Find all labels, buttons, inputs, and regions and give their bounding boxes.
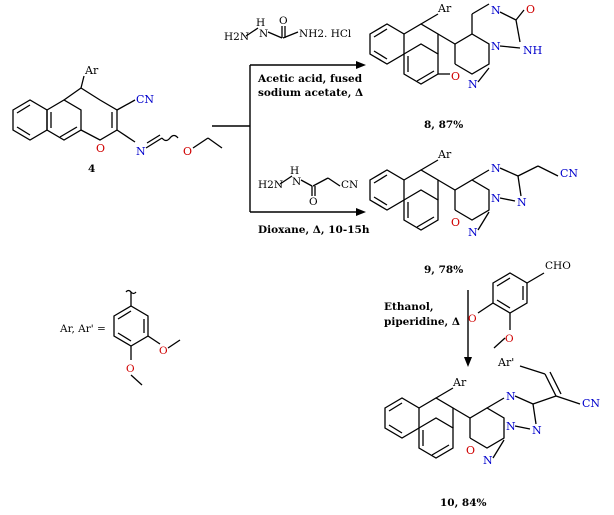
aldehyde-methoxy-oxygen-1: O [468, 313, 477, 325]
ar-label: Ar [84, 64, 99, 77]
ethoxy-oxygen: O [183, 145, 192, 158]
step1-condition-line1: Acetic acid, fused [257, 73, 363, 85]
p9-bridge-n: N [491, 192, 501, 205]
reagent1-h2n: H2N [224, 31, 249, 43]
pyran-oxygen: O [96, 142, 105, 155]
reagent1-nh2-hcl: NH2. HCl [299, 28, 352, 40]
reagent-semicarbazide: H2N H N O NH2. HCl [224, 15, 352, 43]
product-10-label: 10, 84% [440, 497, 487, 509]
compound-9: Ar O N N N CN N 9, 78% [369, 148, 578, 276]
p10-cyano-label: CN [582, 397, 600, 410]
product-8-label: 8, 87% [424, 119, 463, 131]
step3-condition-line2: piperidine, Δ [384, 316, 460, 328]
step1-condition-line2: sodium acetate, Δ [258, 87, 363, 99]
p10-triazole-n2: N [532, 424, 542, 437]
p9-triazole-n1: N [491, 162, 501, 175]
p8-carbonyl-oxygen: O [526, 3, 535, 16]
p10-pyran-oxygen: O [466, 444, 475, 457]
reagent-aldehyde: CHO O O [468, 260, 571, 349]
compound-4: Ar CN O N O 4 [12, 64, 223, 175]
p10-ar-label: Ar [452, 376, 467, 389]
reagent2-h2n: H2N [258, 179, 283, 191]
reagent1-h: H [256, 17, 265, 29]
p10-triazole-n1: N [506, 390, 516, 403]
compound-10: Ar O N N N CN Ar' N 10, 84% [384, 356, 600, 509]
ar-methoxy-oxygen-2: O [126, 363, 135, 375]
p9-triazole-n2: N [517, 196, 527, 209]
aldehyde-cho: CHO [545, 260, 571, 272]
p10-pyrimidine-n: N [483, 454, 493, 467]
imine-nitrogen: N [136, 145, 146, 158]
compound-8: Ar O N O NH N N 8, 87% [369, 2, 542, 131]
p10-ar-prime-label: Ar' [497, 356, 514, 369]
cyano-label: CN [136, 93, 154, 106]
aldehyde-methoxy-oxygen-2: O [505, 333, 514, 345]
p9-cyano-label: CN [560, 167, 578, 180]
p9-pyran-oxygen: O [451, 216, 460, 229]
p10-bridge-n: N [506, 420, 516, 433]
ar-definition: Ar, Ar' = O O [59, 289, 181, 386]
reagent-cyanoacetohydrazide: H2N H N O CN [258, 165, 358, 208]
step2-condition: Dioxane, Δ, 10-15h [258, 224, 370, 236]
reagent1-oxygen: O [279, 15, 288, 27]
reagent2-oxygen: O [309, 196, 318, 208]
p9-pyrimidine-n: N [468, 226, 478, 239]
p8-triazole-n1: N [491, 4, 501, 17]
reagent2-n: N [292, 176, 301, 188]
compound-4-label: 4 [88, 163, 95, 175]
ar-methoxy-oxygen-1: O [159, 345, 168, 357]
ar-definition-label: Ar, Ar' = [59, 323, 106, 335]
p8-pyrimidine-n: N [468, 78, 478, 91]
reagent2-h: H [290, 165, 299, 177]
p8-pyran-oxygen: O [451, 70, 460, 83]
reagent2-cn: CN [341, 179, 358, 191]
p8-ar-label: Ar [437, 2, 452, 15]
product-9-label: 9, 78% [424, 264, 463, 276]
step3-condition-line1: Ethanol, [384, 301, 434, 313]
p8-nh: NH [523, 44, 542, 57]
reaction-arrows [212, 61, 472, 367]
p9-ar-label: Ar [437, 148, 452, 161]
reagent1-nh: N [259, 28, 268, 40]
p8-bridge-n: N [491, 40, 501, 53]
